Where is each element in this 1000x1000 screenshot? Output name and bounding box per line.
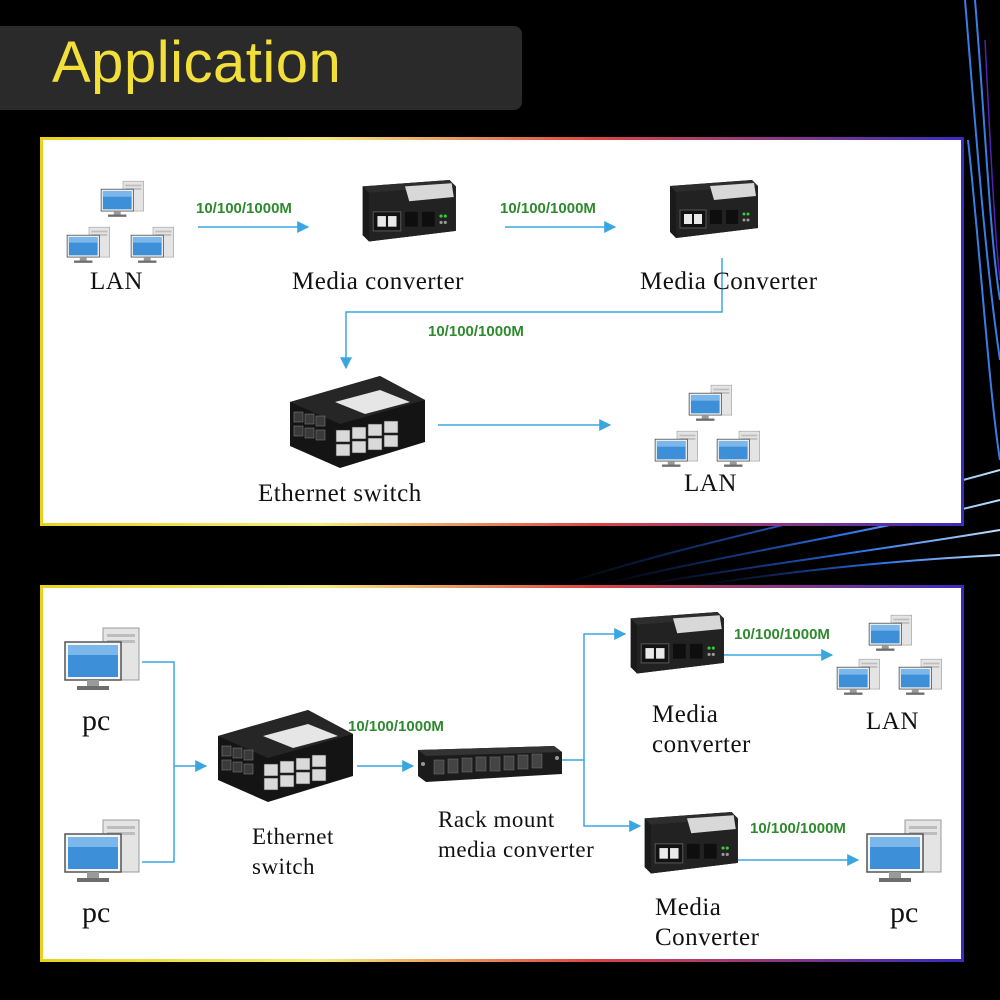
speed-label: 10/100/1000M xyxy=(500,200,596,217)
title-bar xyxy=(0,26,522,110)
media-converter-icon xyxy=(620,612,726,682)
lan-computer-icon xyxy=(898,658,944,696)
lan-computer-icon xyxy=(716,430,762,468)
lan-computer-icon xyxy=(836,658,882,696)
speed-label: 10/100/1000M xyxy=(348,718,444,735)
media-converter-label: Media converter xyxy=(652,701,751,758)
pc-label: pc xyxy=(82,896,111,929)
media-converter-label: Media converter xyxy=(292,268,465,295)
pc-icon xyxy=(62,626,144,692)
speed-label: 10/100/1000M xyxy=(428,323,524,340)
media-converter-icon xyxy=(352,180,458,250)
lan-computer-icon xyxy=(654,430,700,468)
lan-computer-icon xyxy=(66,226,112,264)
ethernet-switch-label: Ethernet switch xyxy=(258,480,422,507)
lan-computer-icon xyxy=(130,226,176,264)
ethernet-switch-icon xyxy=(208,706,358,806)
media-converter-label: Media Converter xyxy=(655,894,760,951)
lan-label: LAN xyxy=(684,470,737,497)
lan-label: LAN xyxy=(90,268,143,295)
lan-label: LAN xyxy=(866,708,919,735)
media-converter-icon xyxy=(634,812,740,882)
pc-label: pc xyxy=(890,896,919,929)
ethernet-switch-label: Ethernet switch xyxy=(252,824,334,879)
lan-computer-icon xyxy=(688,384,734,422)
speed-label: 10/100/1000M xyxy=(750,820,846,837)
pc-icon xyxy=(864,818,946,884)
pc-icon xyxy=(62,818,144,884)
media-converter-icon xyxy=(660,180,760,246)
media-converter-label: Media Converter xyxy=(640,268,818,295)
page-title: Application xyxy=(52,30,342,95)
ethernet-switch-icon xyxy=(280,372,430,472)
speed-label: 10/100/1000M xyxy=(196,200,292,217)
lan-computer-icon xyxy=(100,180,146,218)
rack-mount-converter-icon xyxy=(414,744,564,784)
pc-label: pc xyxy=(82,704,111,737)
lan-computer-icon xyxy=(868,614,914,652)
speed-label: 10/100/1000M xyxy=(734,626,830,643)
rack-mount-converter-label: Rack mount media converter xyxy=(438,807,595,862)
